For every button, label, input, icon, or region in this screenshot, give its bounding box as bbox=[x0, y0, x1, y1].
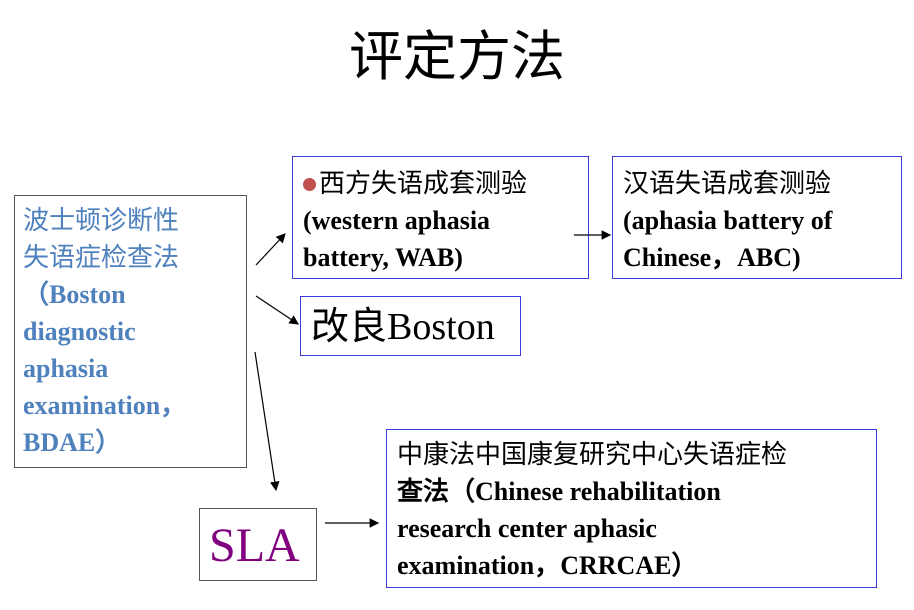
modified-boston-box: 改良Boston bbox=[300, 296, 521, 356]
abc-line-2: (aphasia battery of bbox=[623, 206, 833, 235]
wab-title: 西方失语成套测验 bbox=[319, 169, 528, 198]
wab-box: 西方失语成套测验 (western aphasia battery, WAB) bbox=[292, 156, 589, 279]
bdae-line-4: diagnostic bbox=[23, 317, 136, 346]
crrcae-line-4: examination，CRRCAE） bbox=[397, 551, 698, 580]
abc-line-3: Chinese，ABC) bbox=[623, 243, 801, 272]
arrow-bdae-to-sla bbox=[254, 351, 280, 492]
bdae-line-3: （Boston bbox=[23, 280, 126, 309]
slide-title: 评定方法 bbox=[349, 27, 565, 87]
arrow-bdae-to-modified-boston bbox=[255, 295, 299, 325]
bdae-box: 波士顿诊断性 失语症检查法 （Boston diagnostic aphasia… bbox=[14, 195, 247, 468]
wab-line-3: battery, WAB) bbox=[303, 243, 463, 272]
abc-line-1: 汉语失语成套测验 bbox=[623, 169, 832, 198]
bdae-line-1: 波士顿诊断性 bbox=[23, 206, 180, 235]
crrcae-line-1: 中康法中国康复研究中心失语症检 bbox=[397, 440, 788, 469]
crrcae-line-2: 查法（Chinese rehabilitation bbox=[397, 477, 721, 506]
bdae-line-5: aphasia bbox=[23, 354, 109, 383]
abc-box: 汉语失语成套测验 (aphasia battery of Chinese，ABC… bbox=[612, 156, 902, 279]
bullet-icon bbox=[303, 177, 316, 191]
crrcae-line-3: research center aphasic bbox=[397, 514, 657, 543]
arrow-bdae-to-wab bbox=[255, 233, 286, 266]
wab-line-1: 西方失语成套测验 bbox=[303, 165, 588, 202]
wab-line-2: (western aphasia bbox=[303, 206, 491, 235]
modified-boston-label: 改良Boston bbox=[311, 306, 495, 348]
bdae-line-2: 失语症检查法 bbox=[23, 243, 180, 272]
sla-box: SLA bbox=[199, 508, 317, 581]
bdae-line-6: examination， bbox=[23, 391, 187, 420]
sla-label: SLA bbox=[209, 519, 300, 572]
bdae-line-7: BDAE） bbox=[23, 428, 122, 457]
crrcae-box: 中康法中国康复研究中心失语症检 查法（Chinese rehabilitatio… bbox=[386, 429, 877, 588]
